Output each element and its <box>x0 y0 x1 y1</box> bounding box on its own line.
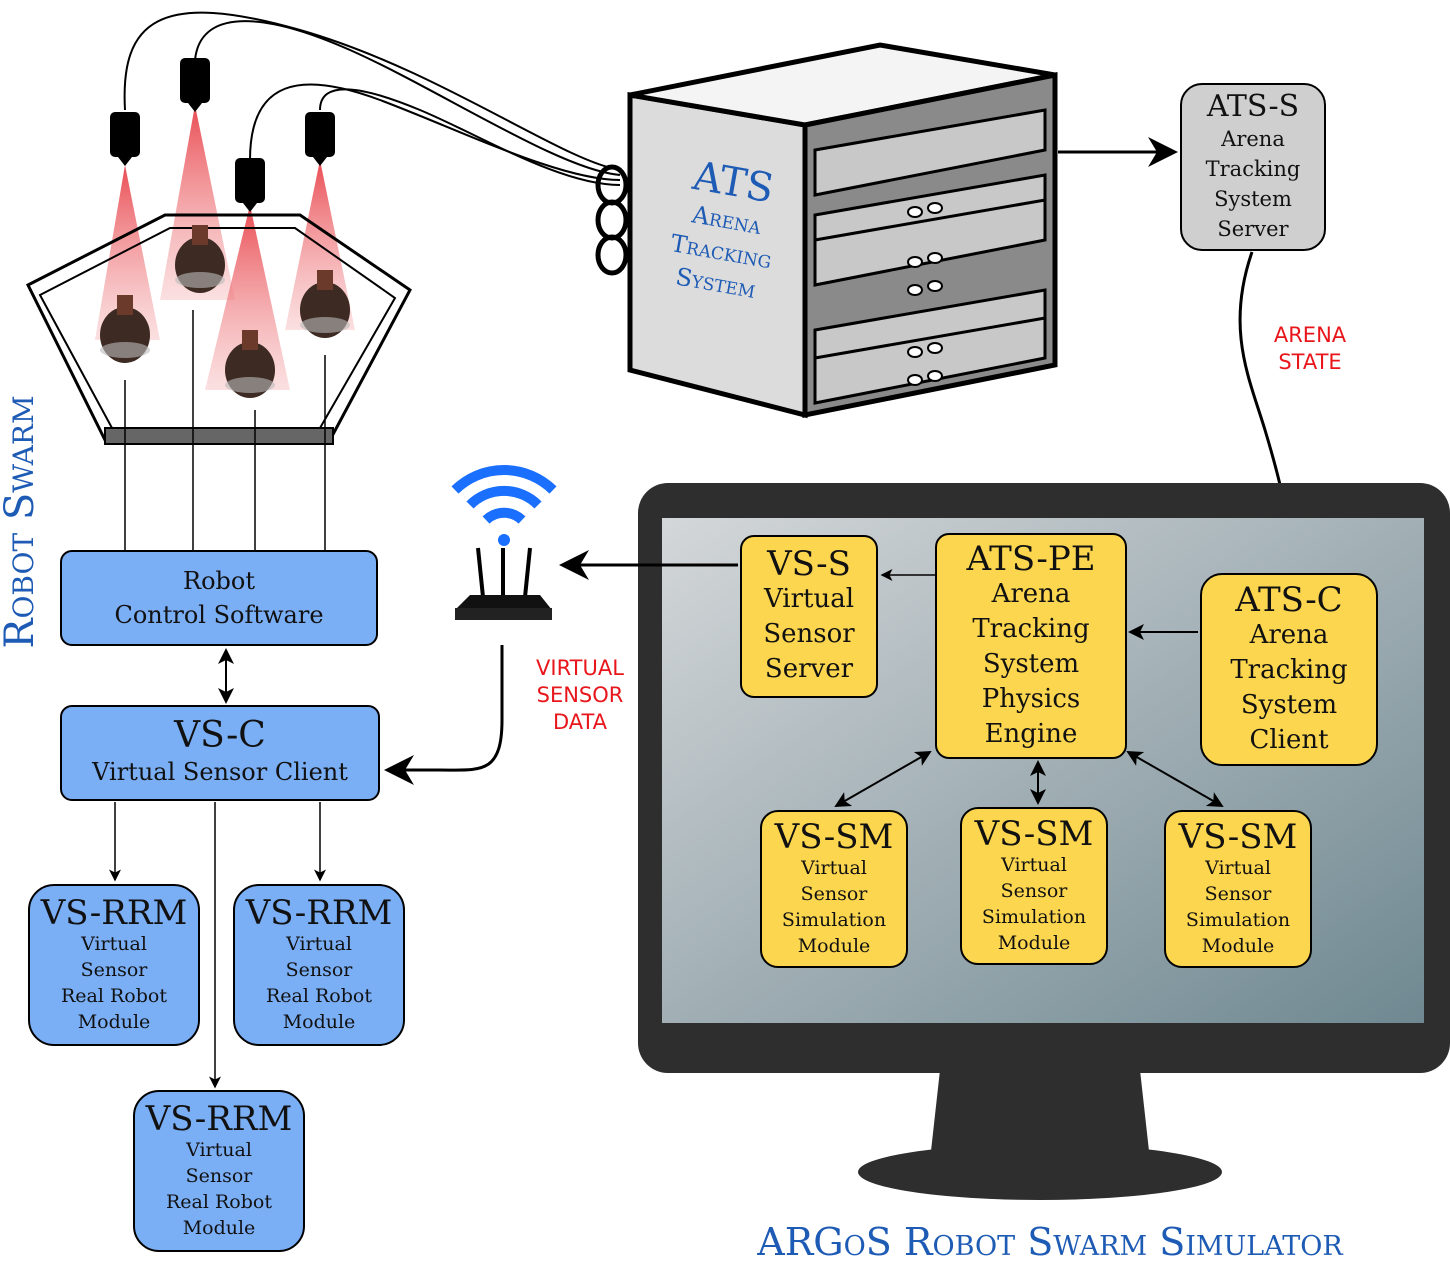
vs-sm-box-2: VS-SM Virtual Sensor Simulation Module <box>960 807 1108 965</box>
ats-c-title: ATS-C <box>1235 579 1343 620</box>
vsd-line: SENSOR <box>536 683 624 707</box>
camera-cables <box>123 11 621 186</box>
rack-ats-label: ATS Arena Tracking System <box>634 147 816 313</box>
vs-rrm-box-1: VS-RRM Virtual Sensor Real Robot Module <box>28 884 200 1046</box>
vs-c-title: VS-C <box>174 715 266 756</box>
arena-state-label: ARENA STATE <box>1255 322 1365 376</box>
vsd-line: VIRTUAL <box>536 656 624 680</box>
vs-rrm-line: Virtual <box>186 1139 252 1161</box>
vs-rrm-line: Module <box>182 1217 256 1239</box>
ats-pe-line: Engine <box>984 718 1078 749</box>
ats-c-line: System <box>1240 689 1338 720</box>
vs-rrm-line: Real Robot <box>61 985 167 1007</box>
vs-rrm-line: Module <box>77 1011 151 1033</box>
vs-rrm-title: VS-RRM <box>145 1099 293 1139</box>
vs-s-line: Sensor <box>763 619 855 649</box>
vs-s-title: VS-S <box>767 544 851 584</box>
vs-rrm-title: VS-RRM <box>245 893 393 933</box>
vs-rrm-line: Module <box>282 1011 356 1033</box>
ats-c-line: Tracking <box>1230 654 1348 685</box>
ats-pe-line: Tracking <box>972 613 1090 644</box>
rcs-line: Robot <box>183 567 255 595</box>
vs-rrm-line: Virtual <box>81 933 147 955</box>
rcs-line: Control Software <box>114 601 324 629</box>
vs-sm-line: Simulation <box>981 906 1087 928</box>
ats-s-line: Server <box>1217 217 1289 241</box>
router-to-vs-c-arrow <box>384 645 504 785</box>
ats-s-line: System <box>1214 187 1292 211</box>
vs-rrm-line: Sensor <box>185 1165 253 1187</box>
robot-links <box>124 310 326 550</box>
ats-pe-vs-sm3-arrow <box>1126 751 1224 807</box>
vs-sm-line: Module <box>997 932 1071 954</box>
ats-c-line: Client <box>1249 724 1329 755</box>
vs-rrm-box-3: VS-RRM Virtual Sensor Real Robot Module <box>133 1090 305 1252</box>
vs-sm-line: Virtual <box>1205 857 1271 879</box>
robot-icon <box>100 225 350 398</box>
vs-c-to-rrm-arrows <box>109 802 326 1089</box>
vs-sm-line: Module <box>1201 935 1275 957</box>
vs-rrm-title: VS-RRM <box>40 893 188 933</box>
ats-pe-line: Physics <box>981 683 1081 714</box>
argos-label: ARGoS Robot Swarm Simulator <box>757 1220 1343 1264</box>
ats-pe-line: System <box>982 648 1080 679</box>
vs-rrm-line: Sensor <box>80 959 148 981</box>
ats-s-line: Arena <box>1221 127 1285 151</box>
vs-sm-line: Simulation <box>1185 909 1291 931</box>
virtual-sensor-data-label: VIRTUAL SENSOR DATA <box>520 655 640 736</box>
arena-state-line: ARENA <box>1273 323 1347 347</box>
vs-sm-line: Virtual <box>801 857 867 879</box>
vs-sm-line: Simulation <box>781 909 887 931</box>
ats-pe-box: ATS-PE Arena Tracking System Physics Eng… <box>935 533 1127 759</box>
vs-rrm-line: Sensor <box>285 959 353 981</box>
camera-icon <box>110 58 335 212</box>
vs-sm-title: VS-SM <box>974 814 1094 854</box>
arena-icon <box>25 213 412 445</box>
vs-sm-line: Sensor <box>1204 883 1272 905</box>
arena-state-line: STATE <box>1278 350 1342 374</box>
vs-sm-title: VS-SM <box>1178 817 1298 857</box>
ats-s-title: ATS-S <box>1206 89 1300 124</box>
vs-s-line: Server <box>764 654 854 684</box>
server-rack-icon <box>595 42 1058 419</box>
vs-rrm-line: Real Robot <box>266 985 372 1007</box>
vs-rrm-line: Virtual <box>286 933 352 955</box>
vs-sm-line: Virtual <box>1001 854 1067 876</box>
vs-sm-line: Sensor <box>1000 880 1068 902</box>
robot-control-software-box: Robot Control Software <box>60 550 378 646</box>
vs-sm-line: Sensor <box>800 883 868 905</box>
robot-swarm-label: Robot Swarm <box>0 395 43 649</box>
ats-s-box: ATS-S Arena Tracking System Server <box>1180 83 1326 251</box>
vs-rrm-box-2: VS-RRM Virtual Sensor Real Robot Module <box>233 884 405 1046</box>
ats-s-line: Tracking <box>1205 157 1301 181</box>
vs-sm-title: VS-SM <box>774 817 894 857</box>
vs-s-box: VS-S Virtual Sensor Server <box>740 535 878 698</box>
vs-rrm-line: Real Robot <box>166 1191 272 1213</box>
wifi-router-icon <box>451 464 557 620</box>
vs-c-line: Virtual Sensor Client <box>92 758 348 786</box>
ats-c-box: ATS-C Arena Tracking System Client <box>1200 573 1378 766</box>
vs-s-line: Virtual <box>763 584 855 614</box>
vs-sm-box-3: VS-SM Virtual Sensor Simulation Module <box>1164 810 1312 968</box>
ats-pe-vs-sm1-arrow <box>834 751 932 807</box>
ats-c-line: Arena <box>1249 619 1329 650</box>
vs-sm-box-1: VS-SM Virtual Sensor Simulation Module <box>760 810 908 968</box>
ats-pe-title: ATS-PE <box>966 538 1096 579</box>
vsd-line: DATA <box>552 710 608 734</box>
ats-pe-line: Arena <box>991 578 1071 609</box>
vs-c-box: VS-C Virtual Sensor Client <box>60 705 380 801</box>
vs-sm-line: Module <box>797 935 871 957</box>
